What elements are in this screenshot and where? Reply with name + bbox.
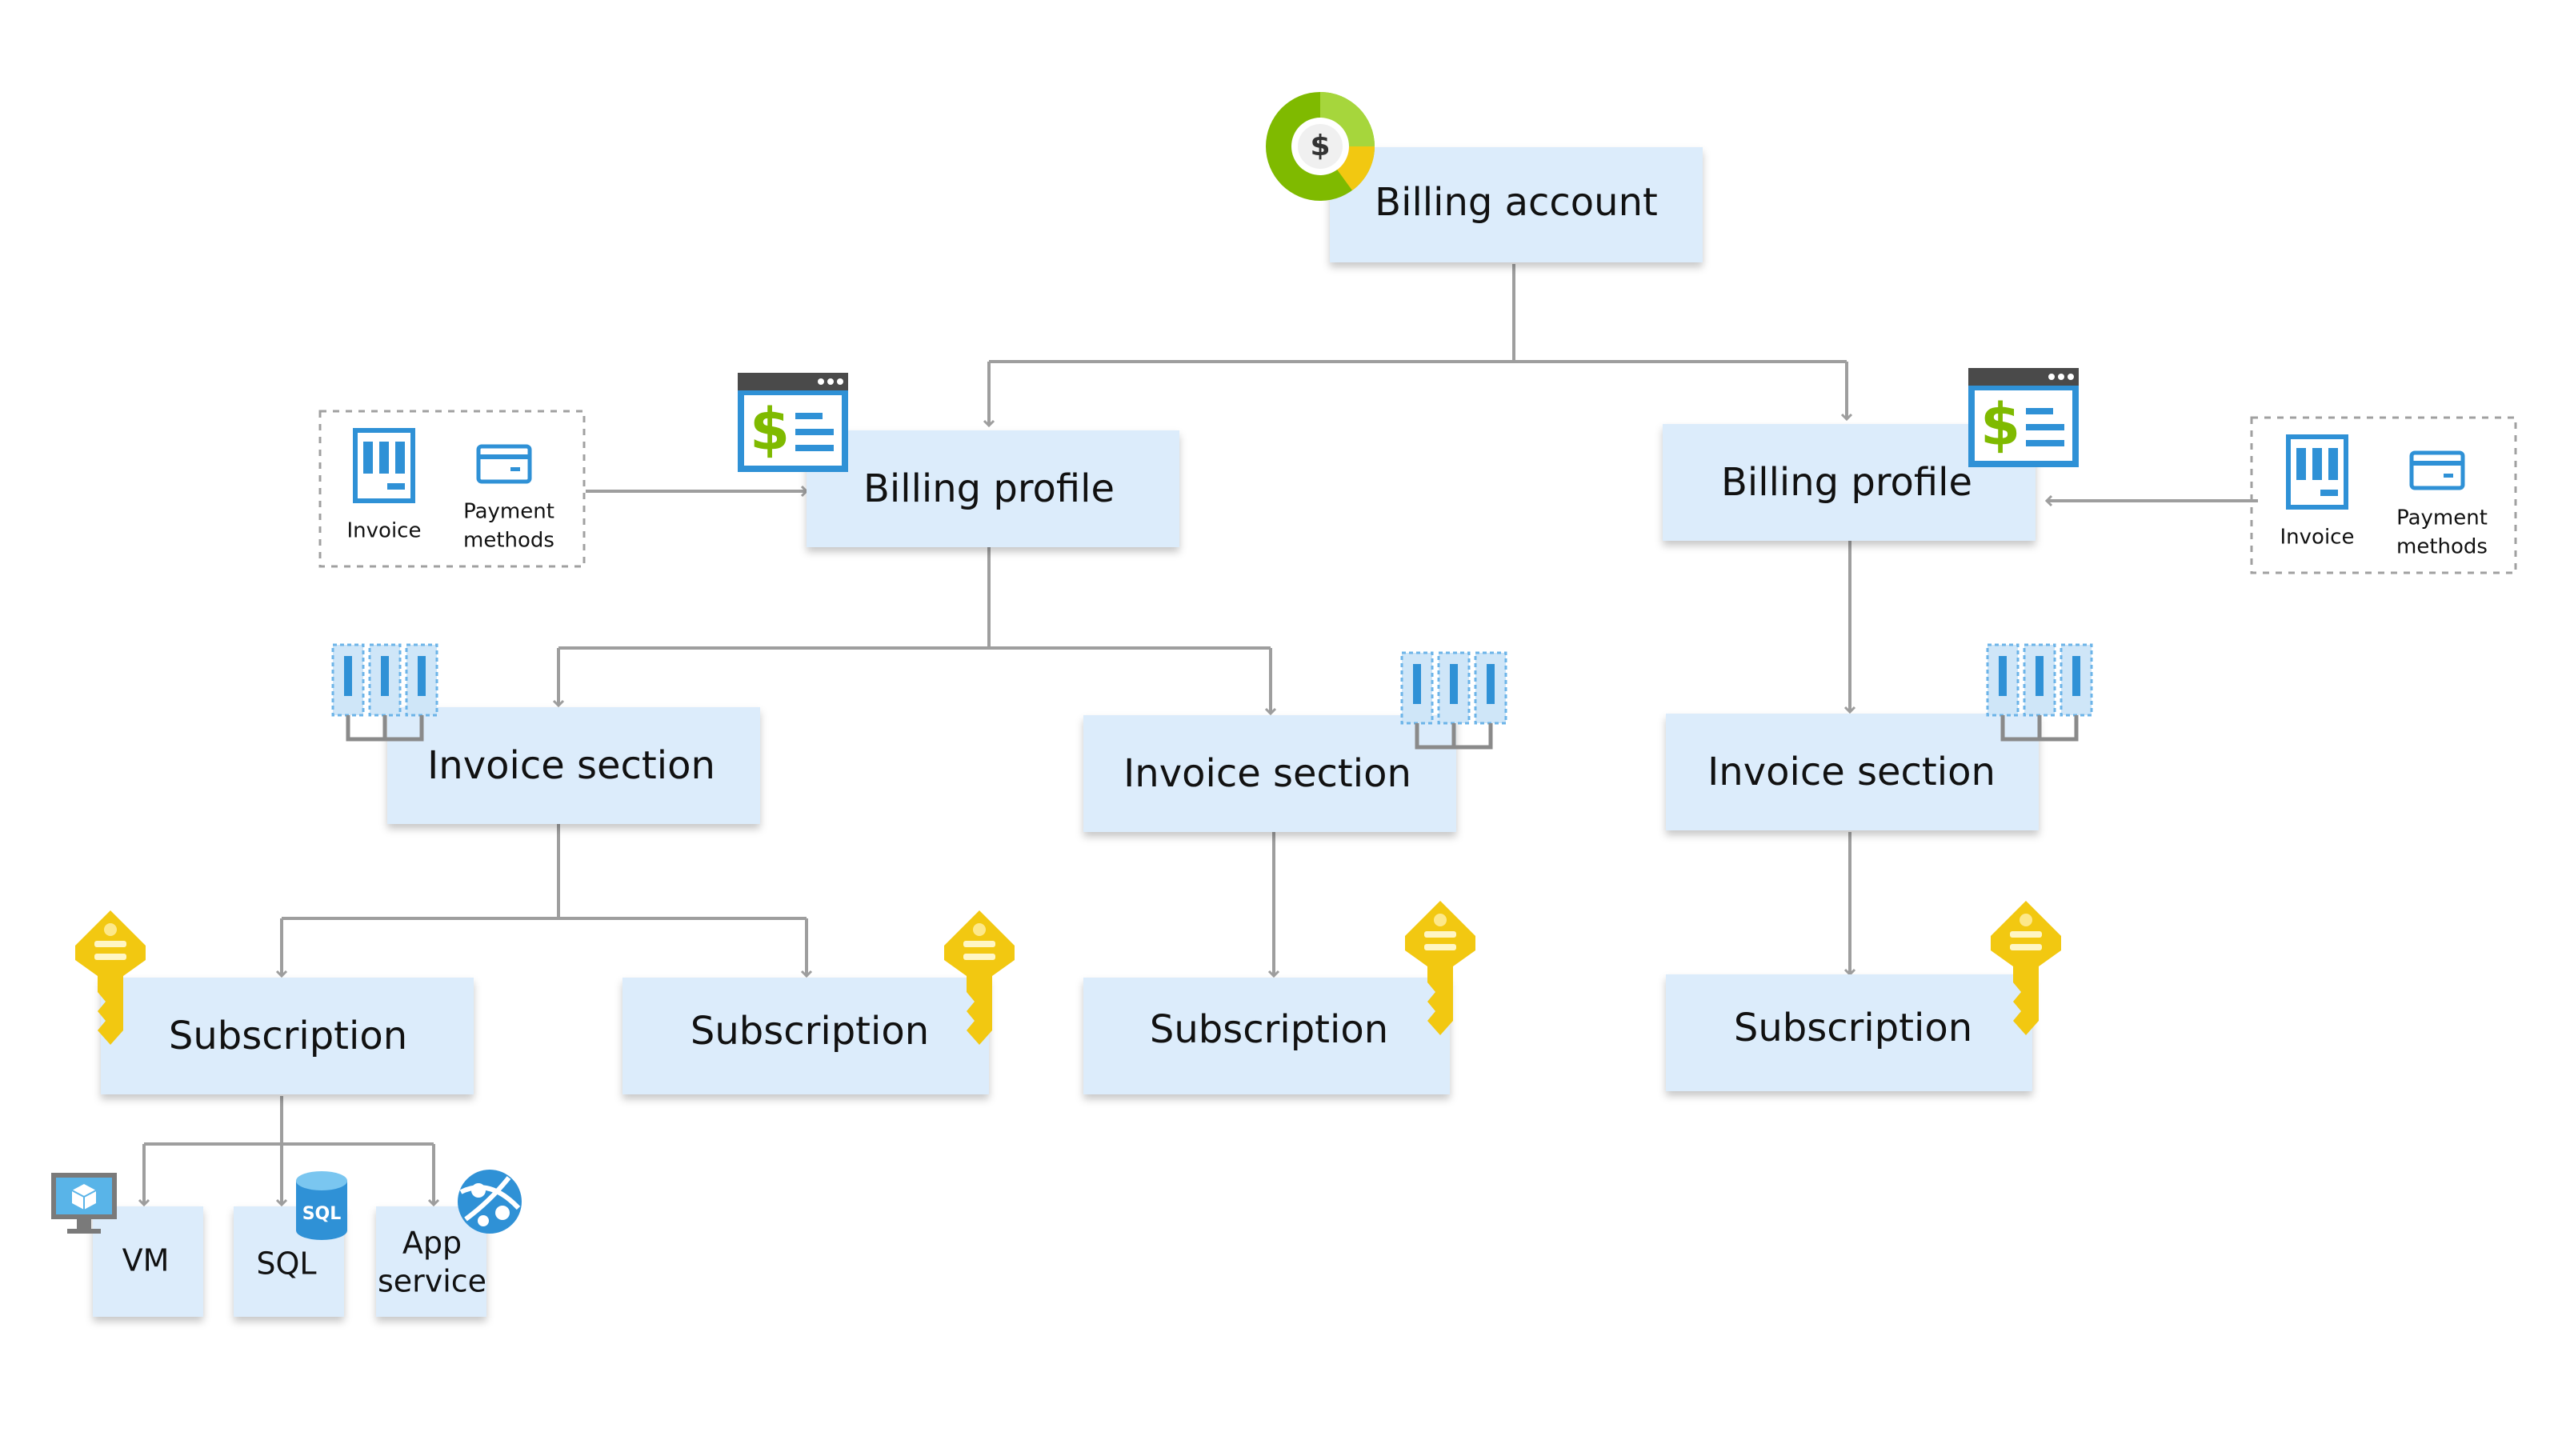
invoice-section-node-2: Invoice section bbox=[1083, 715, 1456, 832]
edge-subscription1-to-resources bbox=[144, 1096, 434, 1146]
invoice-section-node-3: Invoice section bbox=[1666, 714, 2039, 830]
invoice-label-right: Invoice bbox=[2280, 526, 2355, 550]
subscription-node-2: Subscription bbox=[622, 978, 989, 1094]
invoice-section-icon bbox=[1400, 651, 1507, 750]
payment-card-icon bbox=[2409, 450, 2465, 490]
vm-node: VM bbox=[93, 1206, 203, 1317]
payment-label-left-line2: methods bbox=[463, 529, 554, 553]
billing-account-label: Billing account bbox=[1375, 180, 1658, 225]
app-service-label-line1: App bbox=[402, 1226, 462, 1261]
connectors bbox=[138, 264, 2258, 1207]
edge-account-to-profiles bbox=[989, 264, 1847, 363]
sql-badge-text: SQL bbox=[302, 1204, 342, 1224]
subscription-node-4: Subscription bbox=[1666, 974, 2032, 1091]
key-icon bbox=[75, 910, 146, 1045]
payment-label-right-line1: Payment bbox=[2396, 506, 2488, 530]
sql-label: SQL bbox=[256, 1246, 316, 1282]
billing-account-dollar-icon: $ bbox=[1266, 92, 1375, 201]
key-icon bbox=[1405, 901, 1475, 1035]
subscription-4-label: Subscription bbox=[1734, 1006, 1972, 1050]
invoice-section-1-label: Invoice section bbox=[427, 743, 715, 788]
edge-profile-left-to-sections bbox=[558, 547, 1271, 650]
subscription-2-label: Subscription bbox=[691, 1009, 929, 1054]
billing-profile-right-attachments: Invoice Payment methods bbox=[2250, 416, 2517, 574]
invoice-section-2-label: Invoice section bbox=[1123, 751, 1411, 796]
edge-section1-to-subs bbox=[282, 824, 807, 920]
svg-text:$: $ bbox=[1980, 391, 2020, 458]
invoice-section-node-1: Invoice section bbox=[387, 707, 760, 824]
payment-card-icon bbox=[476, 444, 532, 484]
virtual-machine-icon bbox=[51, 1173, 117, 1234]
subscription-node-1: Subscription bbox=[101, 978, 474, 1094]
invoice-section-icon bbox=[331, 643, 438, 742]
billing-profile-left-label: Billing profile bbox=[863, 466, 1115, 511]
billing-profile-left-attachments: Invoice Payment methods bbox=[318, 410, 586, 568]
sql-database-icon: SQL bbox=[296, 1171, 347, 1240]
svg-text:$: $ bbox=[1310, 130, 1330, 162]
invoice-label-left: Invoice bbox=[347, 519, 422, 543]
subscription-1-label: Subscription bbox=[169, 1014, 407, 1058]
payment-label-right-line2: methods bbox=[2396, 535, 2488, 559]
invoice-section-icon bbox=[1986, 643, 2093, 742]
invoice-icon bbox=[2286, 434, 2348, 510]
invoice-section-3-label: Invoice section bbox=[1707, 750, 1996, 794]
key-icon bbox=[1991, 901, 2061, 1035]
app-service-label-line2: service bbox=[378, 1264, 486, 1299]
vm-label: VM bbox=[122, 1243, 170, 1278]
key-icon bbox=[944, 910, 1015, 1045]
invoice-icon bbox=[353, 428, 415, 503]
billing-profile-node-left: Billing profile bbox=[807, 430, 1179, 547]
billing-profile-icon: $ bbox=[1968, 368, 2079, 467]
billing-profile-right-label: Billing profile bbox=[1721, 460, 1972, 505]
subscription-3-label: Subscription bbox=[1150, 1007, 1388, 1052]
app-service-icon bbox=[458, 1170, 522, 1234]
payment-label-left-line1: Payment bbox=[463, 500, 554, 524]
subscription-node-3: Subscription bbox=[1083, 978, 1450, 1094]
billing-account-node: Billing account bbox=[1330, 147, 1703, 262]
svg-text:$: $ bbox=[750, 396, 790, 463]
billing-profile-icon: $ bbox=[738, 373, 848, 472]
